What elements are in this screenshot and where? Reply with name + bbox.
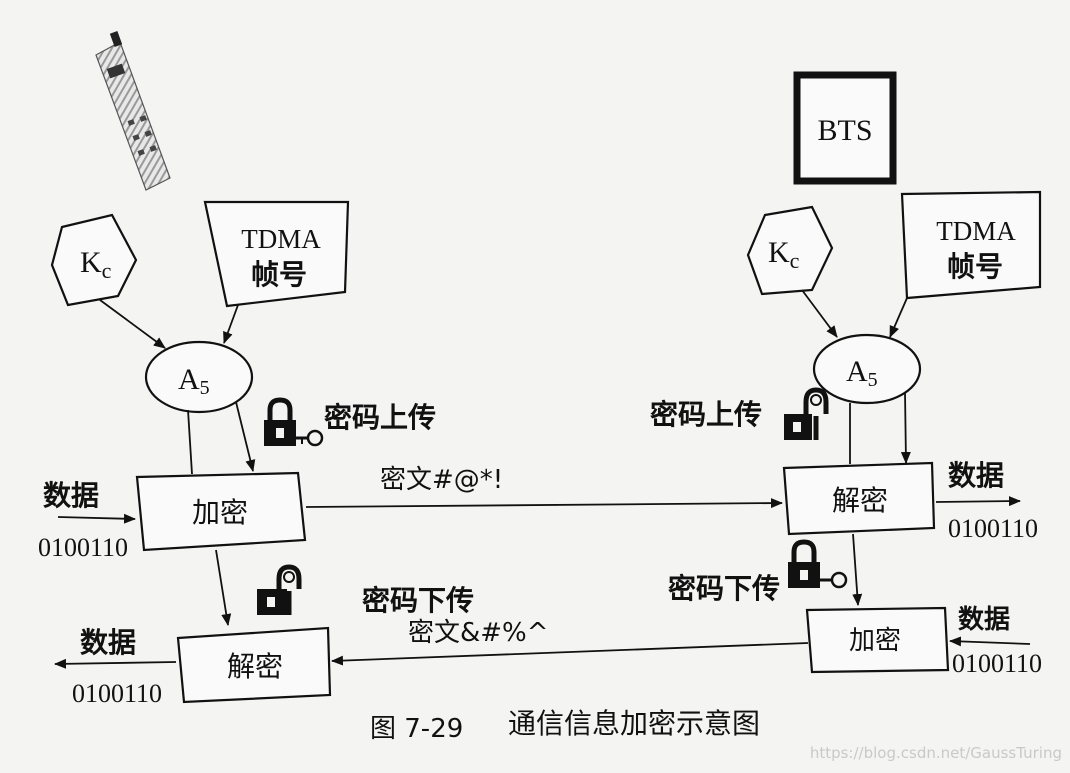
svg-text:Kc: Kc	[768, 236, 800, 273]
right-kc-main: K	[768, 236, 790, 269]
right-data-out-label: 数据	[948, 459, 1004, 492]
left-a5-main: A	[178, 363, 200, 396]
unlocked-lock-icon	[257, 564, 302, 615]
left-a5-sub: 5	[200, 377, 210, 399]
right-decrypt-box: 解密	[782, 461, 936, 536]
left-encrypt-box: 加密	[135, 471, 307, 552]
cipher-down-label: 密文&#%^	[408, 618, 549, 648]
right-tdma-box: TDMA 帧号	[900, 190, 1042, 300]
caption-title: 通信信息加密示意图	[508, 707, 760, 740]
right-upload-label: 密码上传	[650, 398, 762, 431]
right-a5-main: A	[846, 355, 868, 388]
left-kc-hexagon: Kc	[50, 213, 138, 307]
left-tdma-box: TDMA 帧号	[203, 200, 350, 308]
right-data-out-bits: 0100110	[948, 514, 1038, 543]
left-data-out-arrow	[54, 658, 177, 669]
right-data-in-label: 数据	[958, 605, 1010, 635]
bts-box: BTS	[793, 71, 897, 185]
left-data-in-label: 数据	[43, 479, 99, 512]
right-kc-sub: c	[790, 248, 800, 273]
right-encrypt-label: 加密	[849, 626, 901, 656]
svg-text:A5: A5	[846, 355, 878, 391]
right-data-out-arrow	[935, 496, 1021, 507]
left-decrypt-label: 解密	[227, 650, 283, 683]
bts-label: BTS	[817, 114, 872, 147]
right-a5-sub: 5	[868, 369, 878, 391]
left-data-out-bits: 0100110	[72, 679, 162, 708]
left-tdma-line2: 帧号	[251, 258, 307, 291]
right-decrypt-label: 解密	[832, 484, 888, 517]
left-tdma-to-a5-arrow	[223, 304, 239, 344]
caption-number: 图 7-29	[370, 714, 463, 744]
svg-text:Kc: Kc	[80, 246, 112, 283]
left-tdma-line1: TDMA	[241, 224, 321, 254]
cipher-up-arrow	[305, 498, 783, 509]
right-kc-to-a5-arrow	[801, 289, 838, 338]
left-side: Kc TDMA 帧号 A5 加密 数据 0100110	[38, 200, 474, 708]
left-data-in-bits: 0100110	[38, 533, 128, 562]
right-data-in-bits: 0100110	[952, 649, 1042, 678]
right-tdma-line2: 帧号	[947, 250, 1003, 283]
lock-key-icon	[264, 397, 324, 447]
left-kc-sub: c	[102, 258, 112, 283]
cipher-down-arrow	[331, 642, 809, 666]
left-download-label: 密码下传	[362, 584, 474, 617]
right-download-label: 密码下传	[668, 572, 780, 605]
right-data-in-arrow	[949, 636, 1031, 647]
right-side: Kc TDMA 帧号 A5 密码上传	[650, 190, 1042, 678]
left-kc-to-a5-arrow	[99, 299, 166, 349]
watermark: https://blog.csdn.net/GaussTuring	[810, 744, 1062, 762]
left-data-out-label: 数据	[80, 626, 136, 659]
left-kc-main: K	[80, 246, 102, 279]
right-a5-to-decrypt-arrow	[900, 391, 911, 464]
right-kc-hexagon: Kc	[746, 205, 834, 296]
right-tdma-line1: TDMA	[936, 216, 1016, 246]
lock-key-icon-right	[788, 539, 848, 589]
mobile-phone-icon	[95, 31, 171, 191]
right-tdma-to-a5-arrow	[889, 297, 908, 338]
right-encrypt-box: 加密	[805, 606, 950, 674]
left-a5-ellipse: A5	[144, 340, 254, 414]
svg-text:A5: A5	[178, 363, 210, 399]
left-data-in-arrow	[57, 513, 136, 524]
left-decrypt-box: 解密	[176, 626, 332, 704]
left-encrypt-label: 加密	[192, 496, 248, 529]
right-decrypt-to-encrypt-arrow	[852, 533, 863, 606]
left-a5-to-encrypt-line	[187, 409, 193, 475]
right-a5-ellipse: A5	[812, 333, 922, 405]
left-upload-label: 密码上传	[324, 401, 436, 434]
left-encrypt-to-decrypt-arrow	[215, 549, 232, 626]
left-a5-to-encrypt-arrow	[235, 401, 256, 472]
unlocked-key-icon	[784, 387, 829, 440]
cipher-up-label: 密文#@*!	[380, 465, 503, 495]
